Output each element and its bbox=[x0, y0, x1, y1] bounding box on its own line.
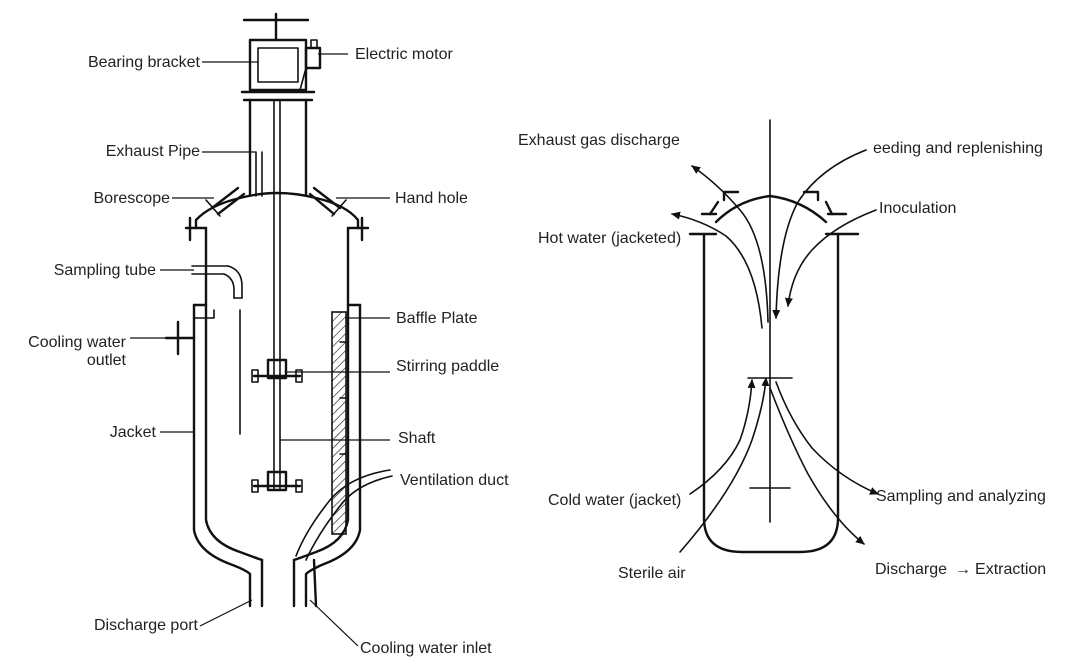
label-cold-water: Cold water (jacket) bbox=[548, 492, 681, 509]
arrow-exhaust-gas bbox=[691, 165, 769, 323]
arrow-discharge bbox=[769, 387, 865, 545]
label-borescope: Borescope bbox=[94, 190, 171, 207]
label-sampling-tube: Sampling tube bbox=[54, 262, 156, 279]
label-stirring-paddle: Stirring paddle bbox=[396, 358, 499, 375]
electric-motor-drawing bbox=[299, 39, 322, 91]
label-electric-motor: Electric motor bbox=[355, 46, 453, 63]
label-discharge-port: Discharge port bbox=[94, 617, 199, 634]
discharge-port-drawing bbox=[260, 558, 318, 608]
label-cooling-water-outlet-1: Cooling water bbox=[28, 334, 127, 351]
exhaust-pipe-drawing bbox=[255, 151, 263, 197]
label-jacket: Jacket bbox=[110, 424, 157, 441]
bearing-bracket-drawing bbox=[240, 38, 316, 102]
label-shaft: Shaft bbox=[398, 430, 436, 447]
label-exhaust-gas-discharge: Exhaust gas discharge bbox=[518, 132, 680, 149]
label-hand-hole: Hand hole bbox=[395, 190, 468, 207]
fermenter-vessel-drawing bbox=[164, 12, 393, 608]
stirring-paddle-drawing bbox=[251, 358, 303, 493]
cooling-water-outlet-drawing bbox=[164, 309, 215, 356]
ventilation-duct-drawing bbox=[295, 469, 393, 561]
borescope-drawing bbox=[205, 186, 246, 217]
label-exhaust-pipe: Exhaust Pipe bbox=[106, 143, 200, 160]
label-cooling-water-inlet: Cooling water inlet bbox=[360, 640, 492, 657]
label-feeding-replenishing: eeding and replenishing bbox=[873, 140, 1043, 157]
process-vessel-drawing bbox=[688, 119, 860, 554]
label-ventilation-duct: Ventilation duct bbox=[400, 472, 509, 489]
baffle-plate-drawing bbox=[331, 311, 347, 535]
label-discharge: Discharge→Extraction bbox=[875, 561, 1046, 578]
arrow-feeding bbox=[772, 149, 867, 319]
arrow-inoculation bbox=[784, 209, 877, 307]
handwheel bbox=[242, 12, 310, 42]
shaft-drawing bbox=[273, 99, 281, 491]
label-sampling-analyzing: Sampling and analyzing bbox=[876, 488, 1046, 505]
arrow-sampling bbox=[775, 381, 879, 495]
label-sterile-air: Sterile air bbox=[618, 565, 686, 582]
label-bearing-bracket: Bearing bracket bbox=[88, 54, 201, 71]
hand-hole-drawing bbox=[308, 186, 347, 217]
label-cooling-water-outlet-2: outlet bbox=[87, 352, 127, 369]
label-baffle-plate: Baffle Plate bbox=[396, 310, 478, 327]
arrow-sterile-air bbox=[679, 377, 770, 553]
sampling-tube-drawing bbox=[191, 265, 243, 435]
arrow-cold-water bbox=[689, 379, 756, 495]
flow-arrows bbox=[671, 149, 879, 553]
arrow-hot-water bbox=[671, 211, 763, 329]
left-leader-lines bbox=[130, 53, 390, 647]
label-hot-water: Hot water (jacketed) bbox=[538, 230, 681, 247]
label-inoculation: Inoculation bbox=[879, 200, 956, 217]
